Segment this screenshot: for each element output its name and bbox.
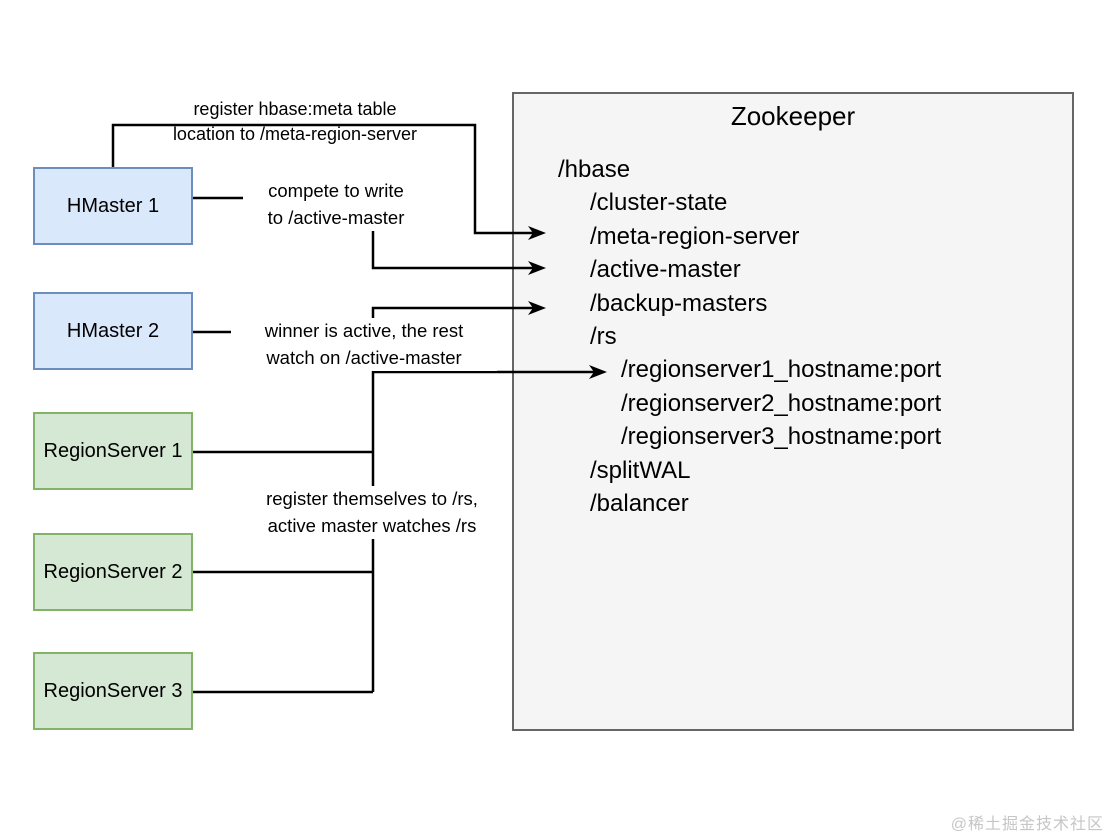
edge-label-line: compete to write <box>268 180 404 201</box>
node-regionserver3: RegionServer 3 <box>33 652 193 730</box>
edge-label-line: winner is active, the rest <box>264 320 464 341</box>
edge-label-line: active master watches /rs <box>267 514 477 536</box>
edge-label-register-rs: register themselves to /rs, active maste… <box>242 486 502 539</box>
node-hmaster1-label: HMaster 1 <box>66 194 160 217</box>
node-regionserver1: RegionServer 1 <box>33 412 193 490</box>
edge-label-line: to /active-master <box>267 207 405 228</box>
node-regionserver1-label: RegionServer 1 <box>43 439 183 462</box>
edge-label-line: register hbase:meta table <box>193 99 397 119</box>
node-hmaster1: HMaster 1 <box>33 167 193 245</box>
zookeeper-title: Zookeeper <box>730 101 856 131</box>
zookeeper-box: Zookeeper /hbase/cluster-state/meta-regi… <box>512 92 1074 731</box>
node-regionserver2: RegionServer 2 <box>33 533 193 611</box>
node-hmaster2-label: HMaster 2 <box>66 319 160 342</box>
edge-label-line: location to /meta-region-server <box>172 124 418 144</box>
node-regionserver3-label: RegionServer 3 <box>43 679 183 702</box>
edge-register-meta <box>111 123 534 235</box>
znode: /hbase <box>558 156 631 183</box>
edge-label-line: register themselves to /rs, <box>266 488 478 509</box>
znode: /cluster-state <box>590 189 728 217</box>
edge-label-line: watch on /active-master <box>266 346 462 368</box>
znode-list: /hbase/cluster-state/meta-region-server /… <box>558 153 941 520</box>
arrowhead-backup-masters <box>528 301 546 315</box>
znode: /splitWAL <box>590 456 691 484</box>
edge-label-register-meta: register hbase:meta table location to /m… <box>128 97 462 147</box>
znode: /regionserver3_hostname:port <box>621 423 942 451</box>
arrowhead-active-master <box>528 261 546 275</box>
znode: /balancer <box>590 490 689 518</box>
edge-label-compete: compete to write to /active-master <box>243 177 429 231</box>
znode: /meta-region-server <box>590 222 800 250</box>
node-regionserver2-label: RegionServer 2 <box>43 560 183 583</box>
znode: /active-master <box>590 256 741 284</box>
edge-rs-trunk <box>371 306 534 692</box>
edge-compete <box>371 230 534 270</box>
znode: /backup-masters <box>590 289 768 317</box>
watermark: @稀土掘金技术社区 <box>950 816 1104 833</box>
znode: /regionserver1_hostname:port <box>621 356 942 384</box>
znode: /regionserver2_hostname:port <box>621 389 942 417</box>
znode: /rs <box>590 323 617 351</box>
node-hmaster2: HMaster 2 <box>33 292 193 370</box>
arrowhead-regionserver <box>589 365 607 379</box>
arrowhead-meta-region-server <box>528 226 546 240</box>
edge-label-winner: winner is active, the rest watch on /act… <box>231 318 497 371</box>
